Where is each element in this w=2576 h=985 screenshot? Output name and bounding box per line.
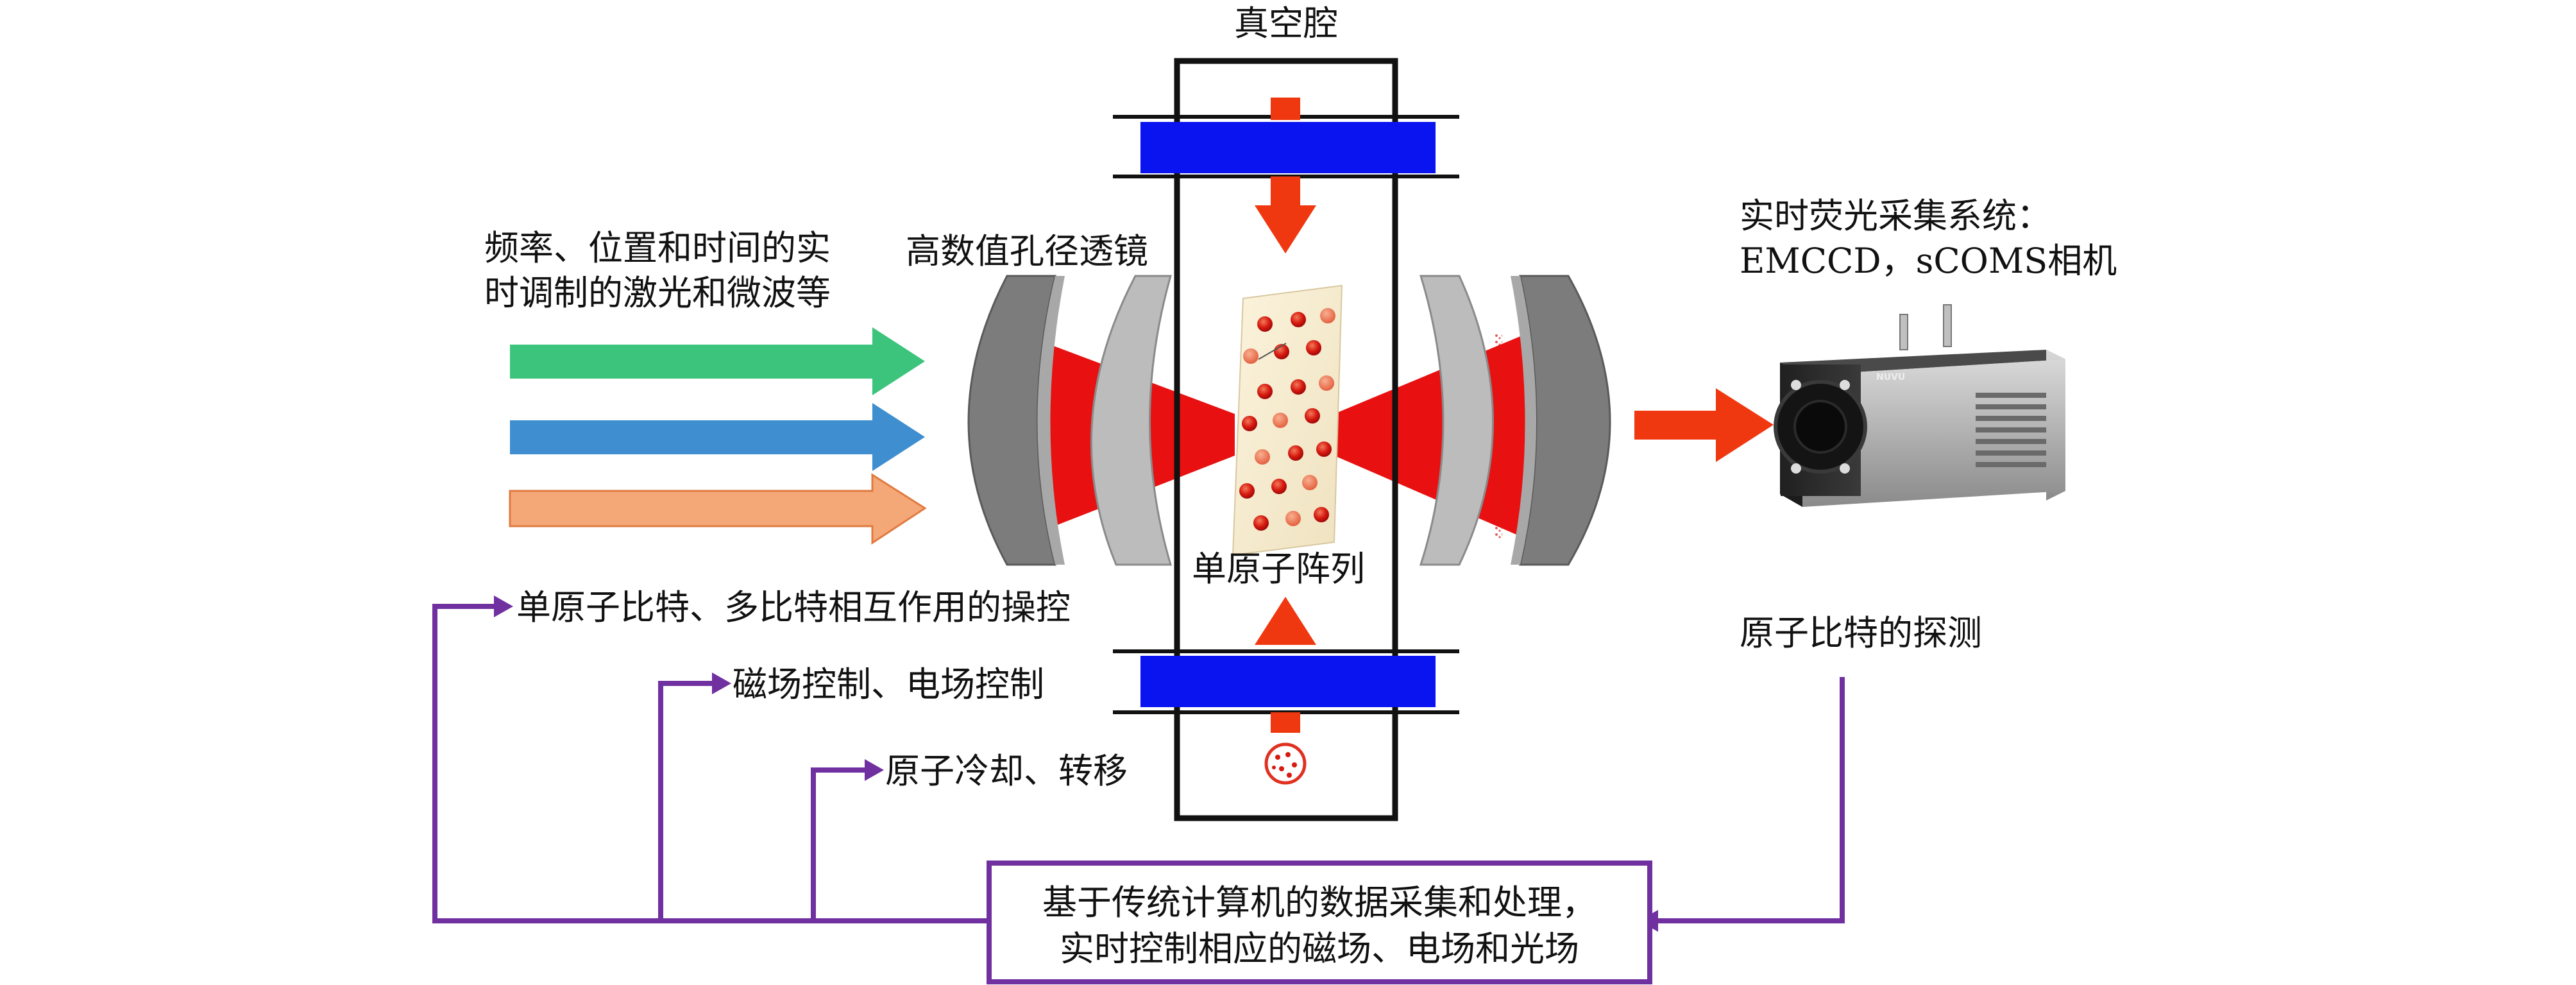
processor-label-line2: 实时控制相应的磁场、电场和光场 bbox=[1060, 929, 1579, 969]
red-arrow-icon bbox=[1255, 98, 1316, 253]
field-control-label: 磁场控制、电场控制 bbox=[733, 664, 1044, 705]
camera-label-line1: 实时荧光采集系统： bbox=[1740, 196, 2051, 236]
bottom-coil bbox=[1113, 649, 1459, 714]
left-lens bbox=[967, 275, 1173, 566]
input-light-label-line2: 时调制的激光和微波等 bbox=[484, 273, 831, 313]
processor-label-line1: 基于传统计算机的数据采集和处理， bbox=[1042, 882, 1597, 923]
atom-source-icon bbox=[1264, 742, 1307, 785]
atom-array-card bbox=[1232, 284, 1343, 556]
camera-icon: NUVU bbox=[1774, 304, 2065, 507]
qubit-control-label: 单原子比特、多比特相互作用的操控 bbox=[516, 587, 1071, 628]
feedback-lines bbox=[432, 604, 1845, 923]
detection-label: 原子比特的探测 bbox=[1740, 613, 1982, 653]
green-arrow-icon bbox=[510, 327, 925, 395]
red-arrow-icon bbox=[1634, 388, 1774, 462]
array-label: 单原子阵列 bbox=[1192, 549, 1365, 589]
red-arrow-icon bbox=[1255, 597, 1316, 733]
input-light-label-line1: 频率、位置和时间的实 bbox=[484, 228, 831, 268]
camera-vents bbox=[1976, 393, 2046, 467]
orange-arrow-icon bbox=[509, 473, 927, 545]
right-lens bbox=[1419, 275, 1611, 566]
top-coil bbox=[1113, 115, 1459, 178]
camera-label-line2: EMCCD，sCOMS相机 bbox=[1740, 241, 2117, 281]
blue-arrow-icon bbox=[510, 403, 925, 471]
vacuum-chamber-label: 真空腔 bbox=[1234, 3, 1338, 44]
cooling-transfer-label: 原子冷却、转移 bbox=[885, 751, 1128, 791]
vacuum-chamber bbox=[1174, 58, 1398, 821]
lens-label: 高数值孔径透镜 bbox=[906, 231, 1148, 271]
processor-box bbox=[987, 861, 1652, 984]
camera-brand: NUVU bbox=[1876, 372, 1905, 382]
atom-array-dots bbox=[1239, 308, 1335, 531]
